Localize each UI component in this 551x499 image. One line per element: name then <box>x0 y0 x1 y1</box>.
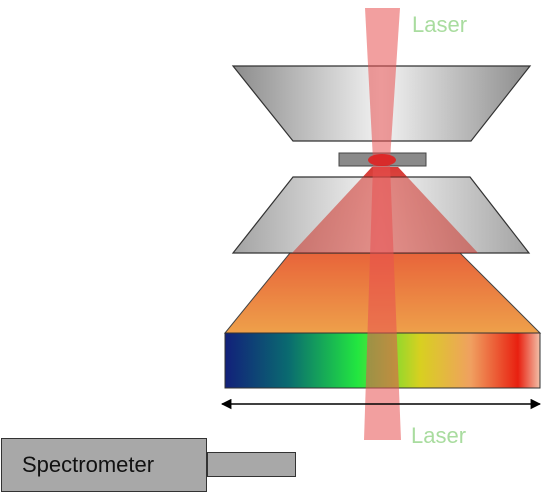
spectrometer-box: Spectrometer <box>1 438 207 492</box>
spectrometer-label: Spectrometer <box>22 452 155 477</box>
laser-focal-spot <box>368 154 396 166</box>
spectrometer-port <box>207 452 296 477</box>
laser-beam-bottom <box>364 165 401 440</box>
laser-label-bottom: Laser <box>411 423 467 448</box>
laser-beam-top <box>365 8 400 160</box>
laser-label-top: Laser <box>412 12 468 37</box>
